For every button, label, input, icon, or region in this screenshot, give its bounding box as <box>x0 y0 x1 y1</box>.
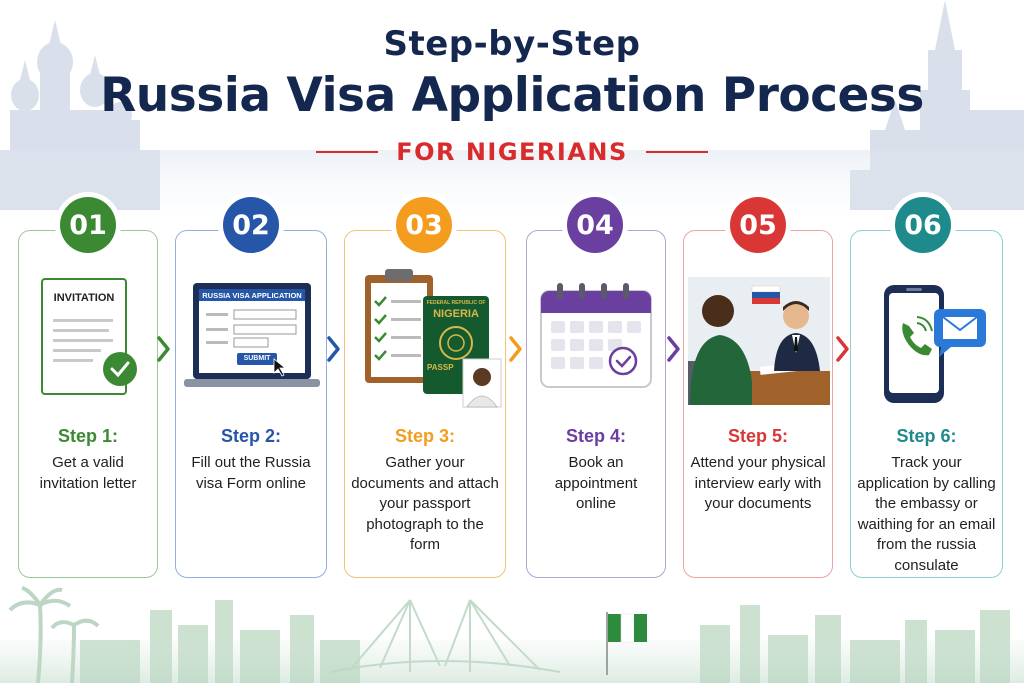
passport-label-top: FEDERAL REPUBLIC OF <box>426 300 486 306</box>
chevron-right-icon <box>157 336 170 362</box>
passport-documents-icon <box>365 269 502 408</box>
chevron-right-icon <box>509 336 522 362</box>
tagline-divider-left <box>316 151 379 153</box>
chevron-right-icon <box>667 336 680 362</box>
interview-icon <box>688 277 830 405</box>
step-description-1: Get a valid invitation letter <box>39 454 137 492</box>
invitation-label: INVITATION <box>53 292 115 304</box>
laptop-form-icon <box>184 283 320 387</box>
step-badge-5: 05 <box>730 197 786 253</box>
nigeria-flag <box>606 612 647 675</box>
tagline-row: FOR NIGERIANS <box>0 136 1024 168</box>
step-description-4: Book an appointment online <box>554 454 638 512</box>
subtitle: Step-by-Step <box>383 24 641 64</box>
phone-email-icon <box>884 285 986 403</box>
step-badge-1: 01 <box>60 197 116 253</box>
step-card-4: Step 4: Book an appointment online <box>526 230 666 578</box>
step-description-5: Attend your physical interview early wit… <box>690 454 826 512</box>
step-title-2: Step 2: <box>220 426 281 446</box>
step-card-5: Step 5: Attend your physical interview e… <box>683 230 833 578</box>
step-card-3: FEDERAL REPUBLIC OF NIGERIA PASSP Step 3… <box>344 230 506 578</box>
chevron-right-icon <box>327 336 340 362</box>
step-title-3: Step 3: <box>394 426 455 446</box>
step-title-6: Step 6: <box>896 426 957 446</box>
step-card-1: INVITATION Step 1: Get a valid invitatio… <box>18 230 158 578</box>
step-badge-3: 03 <box>396 197 452 253</box>
step-card-2: RUSSIA VISA APPLICATION SUBMIT Step 2: F… <box>175 230 327 578</box>
page-title: Russia Visa Application Process <box>100 68 924 123</box>
passport-label: NIGERIA <box>433 308 479 320</box>
calendar-icon <box>540 283 652 388</box>
step-title-1: Step 1: <box>57 426 118 446</box>
step-description-6: Track your application by calling the em… <box>857 454 996 574</box>
step-badge-2: 02 <box>223 197 279 253</box>
tagline: FOR NIGERIANS <box>396 138 628 166</box>
chevron-right-icon <box>836 336 849 362</box>
submit-button-illustration: SUBMIT <box>243 355 271 362</box>
step-title-4: Step 4: <box>565 426 626 446</box>
step-badge-4: 04 <box>567 197 623 253</box>
step-title-5: Step 5: <box>727 426 788 446</box>
invitation-letter-icon <box>41 278 137 395</box>
step-card-6: Step 6: Track your application by callin… <box>850 230 1003 578</box>
step-description-2: Fill out the Russia visa Form online <box>191 454 311 492</box>
tagline-divider-right <box>645 151 708 153</box>
passport-label-bottom: PASSP <box>427 363 454 372</box>
step-badge-6: 06 <box>895 197 951 253</box>
step-description-3: Gather your documents and attach your pa… <box>351 454 499 553</box>
form-header-label: RUSSIA VISA APPLICATION <box>202 291 302 300</box>
